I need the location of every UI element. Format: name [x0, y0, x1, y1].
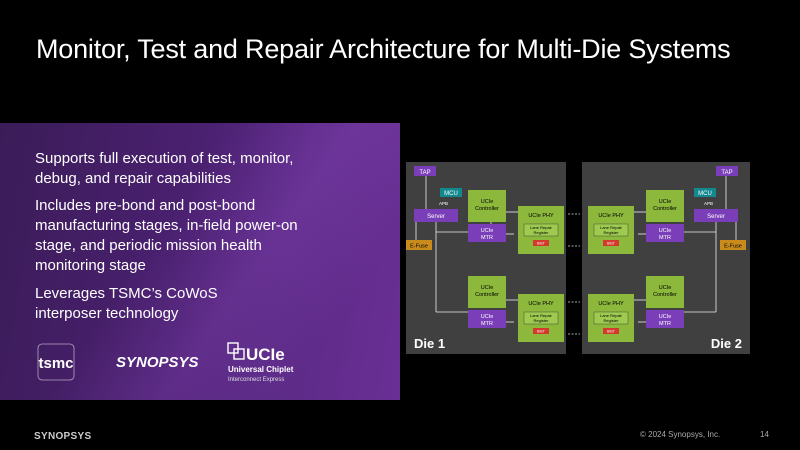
- left-panel: [0, 123, 400, 400]
- die-2-tap-label: TAP: [721, 170, 732, 176]
- die-2-label: Die 2: [711, 336, 742, 351]
- die-2-ucie-phy-top: UCIe PHY Lane Repair Register BIST: [588, 206, 634, 254]
- page-number: 14: [760, 430, 769, 439]
- bullet-2-line-4: monitoring stage: [35, 257, 146, 274]
- die-1-ucie-phy-top: UCIe PHY Lane Repair Register BIST: [518, 206, 564, 254]
- die-1-ucie-controller-bottom: UCIe Controller: [468, 276, 506, 308]
- panel-stripe: [0, 123, 400, 400]
- bullet-3-line-2: interposer technology: [35, 305, 179, 322]
- die-1-server: Server: [414, 209, 458, 222]
- synopsys-logo-text: SYNOPSYS: [116, 354, 199, 371]
- die-2-phy-label-bottom: UCIe PHY: [598, 301, 624, 307]
- die-1-efuse: E-Fuse: [406, 240, 432, 250]
- die-2-connections: [634, 176, 737, 323]
- die-2-controller-label-top: Controller: [653, 206, 677, 212]
- tsmc-logo: tsmc: [37, 343, 75, 381]
- die-1-label: Die 1: [414, 336, 445, 351]
- die-2-ucie-label-bottom: UCIe: [659, 285, 672, 291]
- die-1-server-label: Server: [427, 214, 445, 220]
- ucie-logo: UCIe Universal Chiplet Interconnect Expr…: [227, 342, 294, 383]
- bullet-2-line-1: Includes pre-bond and post-bond: [35, 197, 256, 214]
- die-1-ucie-label-bottom: UCIe: [481, 285, 494, 291]
- bullet-1-line-2: debug, and repair capabilities: [35, 170, 231, 187]
- die-2-ucie-phy-bottom: UCIe PHY Lane Repair Register BIST: [588, 294, 634, 342]
- tsmc-logo-text: tsmc: [38, 355, 73, 372]
- slide-title: Monitor, Test and Repair Architecture fo…: [36, 34, 731, 64]
- die-1-phy-label-bottom: UCIe PHY: [528, 301, 554, 307]
- bullet-3-line-1: Leverages TSMC’s CoWoS: [35, 285, 218, 302]
- die-2-server: Server: [694, 209, 738, 222]
- die-1-ucie-phy-bottom: UCIe PHY Lane Repair Register BIST: [518, 294, 564, 342]
- die-1-mtr-ucie-bottom: UCIe: [481, 314, 494, 320]
- die-2-lane-repair-2-bottom: Register: [604, 318, 620, 323]
- die-2-ucie-mtr-top: UCIe MTR: [646, 224, 684, 242]
- die-2-mtr-ucie-bottom: UCIe: [659, 314, 672, 320]
- die-1-controller-label-bottom: Controller: [475, 292, 499, 298]
- die-2-ucie-controller-top: UCIe Controller: [646, 190, 684, 222]
- die-2-lane-repair-2-top: Register: [604, 230, 620, 235]
- ucie-logo-text: UCIe: [246, 345, 285, 364]
- die-2-server-label: Server: [707, 214, 725, 220]
- die-1-ucie-controller-top: UCIe Controller: [468, 190, 506, 222]
- die-1-connections: [415, 176, 518, 323]
- die-1-efuse-label: E-Fuse: [410, 244, 428, 250]
- die-2-efuse-label: E-Fuse: [724, 244, 742, 250]
- die-2-ucie-controller-bottom: UCIe Controller: [646, 276, 684, 308]
- die-2-ucie-label-top: UCIe: [659, 199, 672, 205]
- die-1-bist-bottom: BIST: [537, 330, 546, 334]
- inter-die-links: [568, 213, 580, 335]
- ucie-logo-sub1: Universal Chiplet: [228, 365, 294, 374]
- die-1-mtr-ucie-top: UCIe: [481, 228, 494, 234]
- die-2-mcu-label: MCU: [698, 191, 712, 197]
- die-1-lane-repair-1-top: Lane Repair: [530, 225, 552, 230]
- die-2-phy-label-top: UCIe PHY: [598, 213, 624, 219]
- die-2-lane-repair-1-top: Lane Repair: [600, 225, 622, 230]
- die-1-lane-repair-2-bottom: Register: [534, 318, 550, 323]
- die-1-mcu: MCU: [440, 188, 462, 197]
- die-1-ucie-mtr-bottom: UCIe MTR: [468, 310, 506, 328]
- architecture-diagram: TAP MCU APB Server E-Fuse UCIe Controlle…: [406, 162, 750, 354]
- die-1-ucie-mtr-top: UCIe MTR: [468, 224, 506, 242]
- footer-bar: [0, 400, 800, 450]
- synopsys-logo: SYNOPSYS: [116, 354, 199, 371]
- die-1-ucie-label-top: UCIe: [481, 199, 494, 205]
- bullet-2: Includes pre-bond and post-bond manufact…: [35, 196, 325, 276]
- die-1-bist-top: BIST: [537, 242, 546, 246]
- footer-copyright: © 2024 Synopsys, Inc.: [640, 430, 721, 439]
- die-2-bist-top: BIST: [607, 242, 616, 246]
- footer-brand-logo: SYNOPSYS: [34, 431, 92, 442]
- die-2-controller-label-bottom: Controller: [653, 292, 677, 298]
- bullet-1: Supports full execution of test, monitor…: [35, 149, 325, 189]
- bullet-1-line-1: Supports full execution of test, monitor…: [35, 150, 294, 167]
- partner-logos: tsmc SYNOPSYS UCIe Universal Chiplet Int…: [37, 342, 294, 383]
- bullet-2-line-2: manufacturing stages, in-field power-on: [35, 217, 298, 234]
- die-2-tap: TAP: [716, 166, 738, 176]
- die-1-mtr-label-top: MTR: [481, 235, 493, 241]
- die-1-tap: TAP: [414, 166, 436, 176]
- die-1-phy-label-top: UCIe PHY: [528, 213, 554, 219]
- die-2-lane-repair-1-bottom: Lane Repair: [600, 313, 622, 318]
- die-1-controller-label-top: Controller: [475, 206, 499, 212]
- die-2-mtr-ucie-top: UCIe: [659, 228, 672, 234]
- die-2-efuse: E-Fuse: [720, 240, 746, 250]
- die-2-apb: APB: [704, 201, 713, 206]
- die-2-mtr-label-bottom: MTR: [659, 321, 671, 327]
- die-2-ucie-mtr-bottom: UCIe MTR: [646, 310, 684, 328]
- die-1-tap-label: TAP: [419, 170, 430, 176]
- bullet-3: Leverages TSMC’s CoWoS interposer techno…: [35, 284, 325, 324]
- ucie-logo-sub2: Interconnect Express: [228, 377, 284, 383]
- die-1-mcu-label: MCU: [444, 191, 458, 197]
- die-1-lane-repair-1-bottom: Lane Repair: [530, 313, 552, 318]
- bullet-2-line-3: stage, and periodic mission health: [35, 237, 262, 254]
- die-2-mcu: MCU: [694, 188, 716, 197]
- die-1-lane-repair-2-top: Register: [534, 230, 550, 235]
- die-1-mtr-label-bottom: MTR: [481, 321, 493, 327]
- die-2-mtr-label-top: MTR: [659, 235, 671, 241]
- die-2-bist-bottom: BIST: [607, 330, 616, 334]
- die-1-apb: APB: [439, 201, 448, 206]
